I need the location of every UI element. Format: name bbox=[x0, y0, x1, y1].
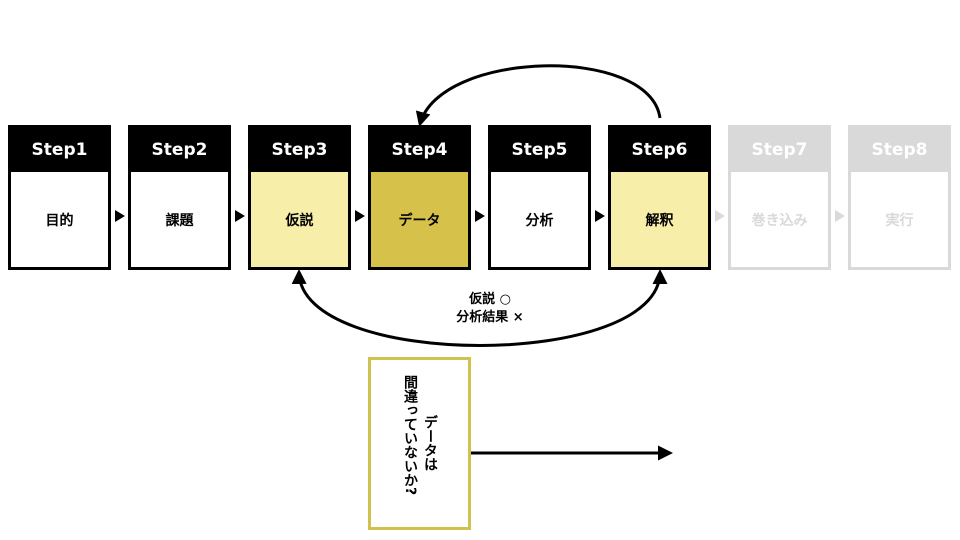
step-4-label: Step4 bbox=[391, 140, 448, 160]
step-2-box: Step2 課題 bbox=[128, 125, 231, 270]
top-loop-arrow bbox=[415, 64, 662, 127]
arrow-7-8-icon bbox=[835, 210, 845, 222]
step-7-box: Step7 巻き込み bbox=[728, 125, 831, 270]
step-5-task: 分析 bbox=[491, 172, 588, 267]
step-2-task: 課題 bbox=[131, 172, 228, 267]
loop-note-line-2: 分析結果 × bbox=[456, 310, 524, 325]
step-5-box: Step5 分析 bbox=[488, 125, 591, 270]
step-1-task: 目的 bbox=[11, 172, 108, 267]
step-1-label: Step1 bbox=[31, 140, 88, 160]
step-6-task: 解釈 bbox=[611, 172, 708, 267]
step-3-task: 仮説 bbox=[251, 172, 348, 267]
step-6-box: Step6 解釈 bbox=[608, 125, 711, 270]
step-4-box: Step4 データ bbox=[368, 125, 471, 270]
question-box: データは 間違っていないか? bbox=[368, 357, 471, 530]
step-2-label: Step2 bbox=[151, 140, 208, 160]
arrow-5-6-icon bbox=[595, 210, 605, 222]
step-8-box: Step8 実行 bbox=[848, 125, 951, 270]
question-line-1: データは bbox=[422, 415, 438, 471]
bottom-loop-arrow bbox=[291, 269, 668, 347]
step-8-task: 実行 bbox=[851, 172, 948, 267]
step-7-task: 巻き込み bbox=[731, 172, 828, 267]
arrow-6-7-icon bbox=[715, 210, 725, 222]
step-7-label: Step7 bbox=[751, 140, 808, 160]
step-8-label: Step8 bbox=[871, 140, 928, 160]
step-3-box: Step3 仮説 bbox=[248, 125, 351, 270]
step-4-task: データ bbox=[371, 172, 468, 267]
arrow-2-3-icon bbox=[235, 210, 245, 222]
arrow-4-5-icon bbox=[475, 210, 485, 222]
arrow-3-4-icon bbox=[355, 210, 365, 222]
step-5-label: Step5 bbox=[511, 140, 568, 160]
arrow-1-2-icon bbox=[115, 210, 125, 222]
step-3-label: Step3 bbox=[271, 140, 328, 160]
loop-note-line-1: 仮説 ○ bbox=[469, 292, 511, 307]
loop-note: 仮説 ○ 分析結果 × bbox=[410, 291, 570, 327]
step-1-box: Step1 目的 bbox=[8, 125, 111, 270]
question-line-2: 間違っていないか? bbox=[402, 375, 418, 496]
step-6-label: Step6 bbox=[631, 140, 688, 160]
